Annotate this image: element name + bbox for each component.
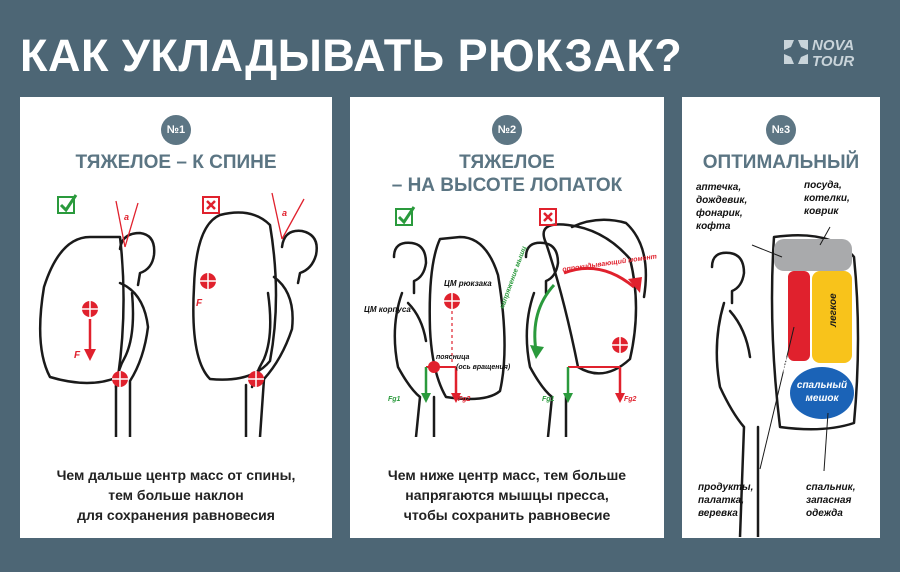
center-of-mass-marker — [428, 361, 440, 373]
item-label: аптечка, — [696, 182, 742, 193]
item-label: коврик — [804, 206, 839, 217]
center-of-mass-marker — [200, 273, 216, 289]
hiker-body — [525, 291, 554, 437]
light-zone-label: легкое — [828, 293, 839, 327]
panel-caption: Чем ниже центр масс, тем больше напрягаю… — [350, 465, 664, 525]
pack-sleeping-blue — [790, 367, 854, 419]
body-cm-label: ЦМ корпуса — [364, 305, 411, 314]
angle-label: a — [282, 208, 288, 218]
item-label: одежда — [806, 508, 843, 519]
center-of-mass-marker — [248, 371, 264, 387]
panel-caption: Чем дальше центр масс от спины, тем боль… — [20, 465, 332, 525]
center-of-mass-marker — [444, 293, 460, 309]
panel-2: №2 ТЯЖЕЛОЕ – НА ВЫСОТЕ ЛОПАТОК — [350, 97, 664, 538]
hiker-body — [715, 301, 746, 537]
sleeping-zone-label: спальный мешок — [796, 379, 848, 405]
item-label: палатка, — [698, 495, 744, 506]
panel-number-badge: №2 — [492, 115, 522, 145]
panel-number-badge: №1 — [161, 115, 191, 145]
force-label: Fg1 — [388, 396, 401, 403]
item-label: дождевик, — [696, 195, 748, 206]
caption-line: чтобы сохранить равновесие — [403, 507, 611, 523]
heading-line: – НА ВЫСОТЕ ЛОПАТОК — [391, 175, 623, 196]
panel-3: №3 ОПТИМАЛЬНЫЙ аптечка, дождевик, фонари… — [682, 97, 880, 538]
logo-mark-icon — [784, 40, 808, 64]
page-title: КАК УКЛАДЫВАТЬ РЮКЗАК? — [20, 30, 683, 81]
logo-line-2: TOUR — [812, 53, 855, 70]
item-label: посуда, — [804, 180, 842, 191]
force-label: F — [74, 350, 81, 361]
zone-label-line: спальный — [796, 380, 848, 391]
cross-icon — [539, 208, 557, 226]
item-label: фонарик, — [696, 208, 743, 219]
hiker-body — [118, 281, 150, 437]
heading-line: ТЯЖЕЛОЕ — [459, 152, 555, 173]
caption-line: для сохранения равновесия — [77, 507, 275, 523]
hiker-body — [258, 275, 294, 437]
hiker-head — [118, 231, 156, 287]
hiker-head — [524, 241, 560, 295]
panel-1-illustration — [38, 192, 318, 437]
caption-line: напрягаются мышцы пресса, — [405, 487, 609, 503]
axis-label: (ось вращения) — [456, 364, 511, 371]
caption-line: Чем дальше центр масс от спины, — [56, 467, 296, 483]
item-label: котелки, — [804, 193, 850, 204]
pack-cm-label: ЦМ рюкзака — [444, 279, 492, 288]
center-of-mass-marker — [612, 337, 628, 353]
zone-label-line: мешок — [805, 393, 839, 404]
pack-light-yellow — [812, 271, 852, 363]
force-label: Fg2 — [458, 396, 471, 403]
bottom-left-items: продукты, палатка, веревка — [698, 481, 753, 520]
center-of-mass-marker — [112, 371, 128, 387]
item-label: веревка — [698, 508, 738, 519]
backpack-outline — [542, 223, 638, 375]
hiker-body — [393, 291, 422, 437]
force-label: F — [196, 298, 203, 309]
top-right-items: посуда, котелки, коврик — [804, 179, 850, 218]
item-label: продукты, — [698, 482, 754, 493]
bottom-right-items: спальник, запасная одежда — [806, 481, 856, 520]
center-of-mass-marker — [82, 301, 98, 317]
panel-2-illustration — [392, 206, 648, 437]
angle-label: a — [124, 212, 130, 222]
hiker-head — [392, 241, 428, 295]
force-label: Fg1 — [542, 396, 555, 403]
pack-heavy-red — [788, 271, 810, 361]
panel-3-illustration — [710, 226, 860, 537]
panel-number-badge: №3 — [766, 115, 796, 145]
check-icon — [395, 208, 413, 226]
caption-line: тем больше наклон — [108, 487, 244, 503]
hiker-head — [710, 251, 746, 305]
check-icon — [57, 196, 75, 214]
backpack-outline — [192, 211, 278, 381]
pack-top-grey — [774, 239, 852, 271]
nova-tour-logo: NOVA TOUR — [782, 38, 882, 72]
heavy-zone-label: тяжелое — [778, 327, 789, 373]
waist-label: поясница — [436, 354, 470, 361]
force-label: Fg2 — [624, 396, 637, 403]
item-label: спальник, — [806, 482, 856, 493]
item-label: кофта — [696, 221, 731, 232]
panel-heading: ОПТИМАЛЬНЫЙ — [702, 152, 860, 173]
item-label: запасная — [806, 495, 852, 506]
panel-heading: ТЯЖЕЛОЕ – НА ВЫСОТЕ ЛОПАТОК — [350, 151, 664, 197]
cross-icon — [202, 196, 220, 214]
panel-1: №1 ТЯЖЕЛОЕ – К СПИНЕ — [20, 97, 332, 538]
panel-heading: ТЯЖЕЛОЕ – К СПИНЕ — [75, 152, 277, 173]
caption-line: Чем ниже центр масс, тем больше — [387, 467, 627, 483]
logo-line-1: NOVA — [812, 37, 855, 54]
hiker-head — [280, 229, 318, 285]
backpack-outline — [428, 235, 506, 401]
backpack-outline — [38, 235, 125, 385]
top-left-items: аптечка, дождевик, фонарик, кофта — [696, 181, 747, 233]
